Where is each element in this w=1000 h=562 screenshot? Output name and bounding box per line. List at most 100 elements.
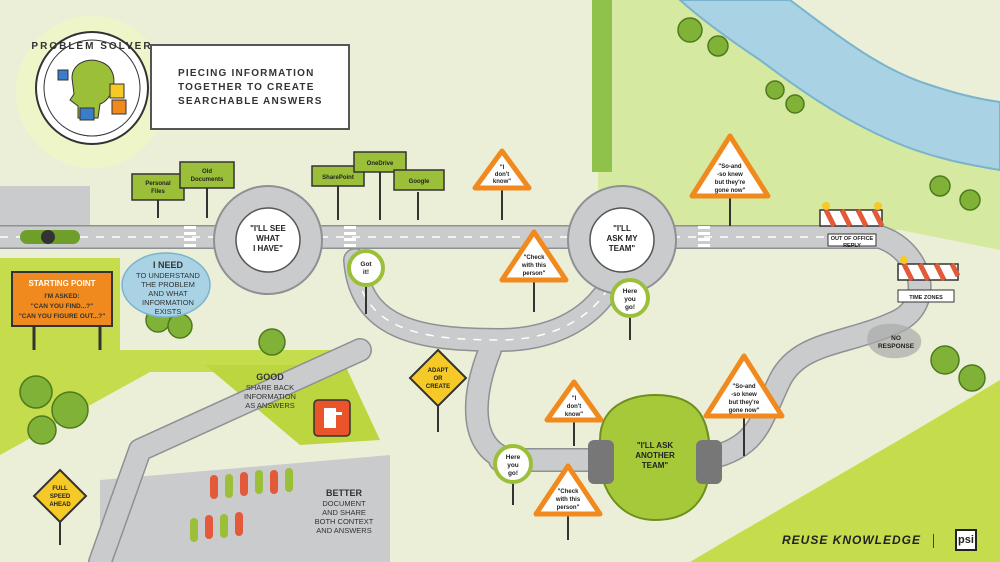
roundabout-2-line2: ASK MY <box>606 234 638 243</box>
adapt-line2: OR <box>434 376 444 382</box>
need-line3: AND WHAT <box>148 289 188 298</box>
warn2-line3: person" <box>523 271 546 277</box>
header-text: PIECING INFORMATION TOGETHER TO CREATE S… <box>178 67 348 109</box>
got-it-line1: Got <box>360 261 372 268</box>
here2-line3: go! <box>508 470 518 477</box>
need-line1: TO UNDERSTAND <box>136 271 200 280</box>
grass-hedge <box>592 0 612 172</box>
here2-line1: Here <box>506 454 521 461</box>
warning-sign-check-person-2 <box>533 463 603 517</box>
sign-personal-files-line2: Files <box>151 189 165 195</box>
sign-old-documents <box>179 161 235 189</box>
good-line3: AS ANSWERS <box>245 401 295 410</box>
psi-logo: psi <box>955 529 977 551</box>
starting-point-sign <box>11 271 113 327</box>
sign-onedrive-label: OneDrive <box>367 161 394 167</box>
warn4-line3: know" <box>565 412 583 418</box>
sign-google <box>393 169 445 191</box>
warning-sign-gone-now-2 <box>703 353 785 419</box>
need-line2: THE PROBLEM <box>141 280 195 289</box>
roundabout-2-line1: "I'LL <box>613 224 631 233</box>
sign-old-documents-line2: Documents <box>191 177 224 183</box>
footer-title: REUSE KNOWLEDGE <box>782 533 922 547</box>
warning-sign-dont-know-1 <box>472 148 532 191</box>
good-title: GOOD <box>256 372 284 382</box>
roundabout-3-line2: ANOTHER <box>635 451 675 460</box>
i-need-note <box>121 252 211 318</box>
diamond-sign-full-speed <box>32 468 88 524</box>
speed-line1: FULL <box>52 486 68 492</box>
warning-sign-gone-now-1 <box>689 133 771 199</box>
barrier1-line2: REPLY <box>843 243 861 249</box>
sign-sharepoint-label: SharePoint <box>322 175 354 181</box>
sign-sharepoint <box>311 165 365 187</box>
sign-google-label: Google <box>409 179 430 185</box>
no-response-line1: NO <box>891 335 901 342</box>
warn1-line1: "I <box>500 165 505 171</box>
river <box>678 0 1000 172</box>
need-line4: INFORMATION <box>142 298 194 307</box>
here1-line3: go! <box>625 304 635 311</box>
better-line4: AND ANSWERS <box>316 526 371 535</box>
warn2-line1: "Check <box>524 255 546 261</box>
need-line5: EXISTS <box>155 307 182 316</box>
warning-sign-check-person-1 <box>499 229 569 283</box>
parking-lot-bottom <box>100 455 390 562</box>
badge-title: PROBLEM SOLVER <box>31 41 152 52</box>
need-title: I NEED <box>153 260 184 270</box>
roundabout-1-line3: I HAVE" <box>253 244 283 253</box>
better-line3: BOTH CONTEXT <box>315 517 374 526</box>
warn2-line2: with this <box>521 263 547 269</box>
problem-solver-badge <box>16 16 168 168</box>
roundabout-3-line3: TEAM" <box>642 461 669 470</box>
warn4-line1: "I <box>572 396 577 402</box>
start-title: STARTING POINT <box>29 279 96 288</box>
warn5-line4: gone now" <box>729 408 760 414</box>
warn6-line3: person" <box>557 505 580 511</box>
better-title: BETTER <box>326 488 363 498</box>
header-line1: PIECING INFORMATION <box>178 68 315 79</box>
start-line3: "CAN YOU FIGURE OUT...?" <box>19 313 106 320</box>
warn5-line1: "So-and <box>732 384 756 390</box>
here1-line2: you <box>624 296 636 303</box>
roundabout-3-line1: "I'LL ASK <box>637 441 674 450</box>
roundabout-1-line2: WHAT <box>256 234 280 243</box>
warn5-line3: but they're <box>729 400 760 406</box>
warn1-line2: don't <box>495 172 509 178</box>
round-sign-here-you-go-1 <box>610 278 650 318</box>
adapt-line1: ADAPT <box>428 368 449 374</box>
sign-old-documents-line1: Old <box>202 169 212 175</box>
header-line3: SEARCHABLE ANSWERS <box>178 96 323 107</box>
header-card <box>150 44 350 130</box>
sign-personal-files-line1: Personal <box>145 181 171 187</box>
motorbike-icon <box>20 230 80 244</box>
diamond-sign-adapt-or-create <box>408 348 468 408</box>
warn3-line2: -so knew <box>717 172 743 178</box>
warn6-line1: "Check <box>558 489 580 495</box>
round-sign-here-you-go-2 <box>493 444 533 484</box>
better-line2: AND SHARE <box>322 508 366 517</box>
adapt-line3: CREATE <box>426 384 450 390</box>
warn4-line2: don't <box>567 404 581 410</box>
warning-sign-dont-know-2 <box>544 379 604 423</box>
roundabout-2-line3: TEAM" <box>609 244 636 253</box>
warn6-line2: with this <box>555 497 581 503</box>
got-it-line2: it! <box>363 269 369 276</box>
header-line2: TOGETHER TO CREATE <box>178 82 315 93</box>
warn3-line1: "So-and <box>718 164 742 170</box>
here2-line2: you <box>507 462 519 469</box>
sign-personal-files <box>131 173 185 201</box>
barrier-out-of-office <box>819 202 885 247</box>
round-sign-got-it <box>347 249 385 287</box>
barrier1-line1: OUT OF OFFICE <box>831 236 874 242</box>
start-line1: I'M ASKED: <box>44 293 79 300</box>
speed-line2: SPEED <box>50 494 71 500</box>
no-response-line2: RESPONSE <box>878 343 915 350</box>
barrier-time-zones <box>897 256 961 303</box>
grass-bottom-right <box>690 380 1000 562</box>
no-response-pothole <box>867 323 922 359</box>
barrier2-label: TIME ZONES <box>909 295 943 301</box>
warn5-line2: -so knew <box>731 392 757 398</box>
